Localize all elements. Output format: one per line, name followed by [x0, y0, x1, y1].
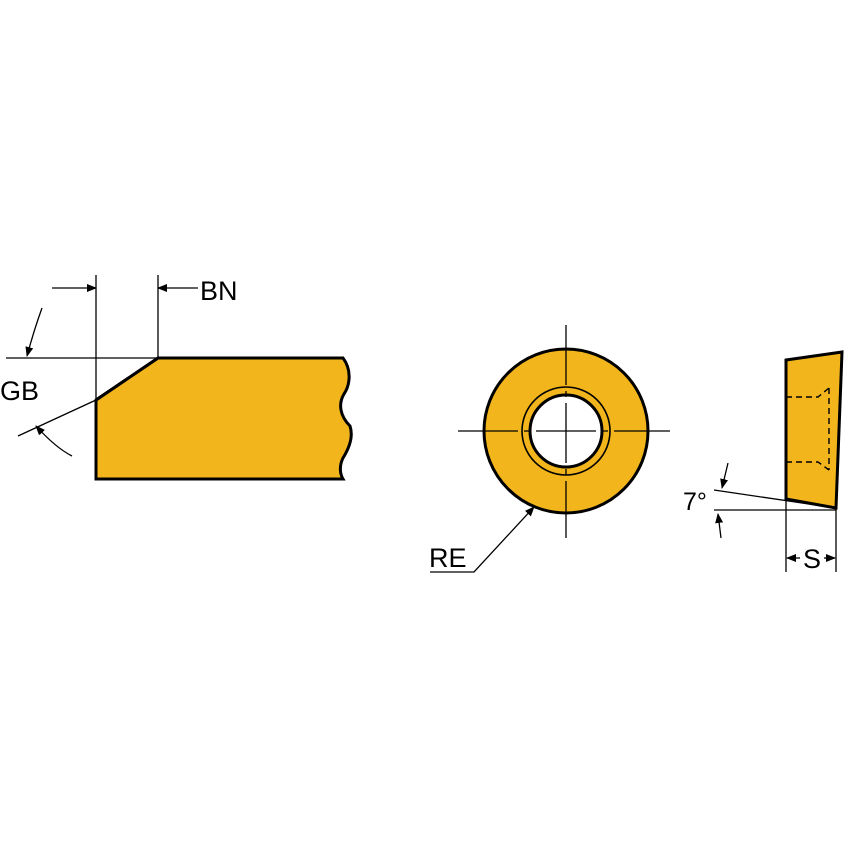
- angle-label: 7°: [683, 488, 707, 516]
- s-label: S: [803, 544, 821, 574]
- re-label: RE: [429, 543, 467, 573]
- insert-top-view: RE: [429, 325, 670, 573]
- insert-side-body: [784, 350, 844, 510]
- angle-arrow-top: [720, 462, 729, 489]
- hidden-hole-lines: [786, 387, 830, 471]
- edge-profile-view: BN GB: [0, 275, 353, 481]
- angle-arrow-bottom: [715, 513, 724, 539]
- re-leader-line: [430, 506, 535, 573]
- gb-label: GB: [0, 376, 39, 406]
- gb-arrow-top: [25, 307, 43, 357]
- insert-side-view: 7° S: [683, 350, 844, 574]
- gb-extension-line: [17, 399, 97, 437]
- chamfer-edge: [95, 356, 159, 402]
- clearance-angle-line: [713, 489, 837, 509]
- gb-arrow-bottom: [35, 425, 73, 457]
- insert-body-profile: [94, 356, 353, 481]
- bn-label: BN: [200, 276, 238, 306]
